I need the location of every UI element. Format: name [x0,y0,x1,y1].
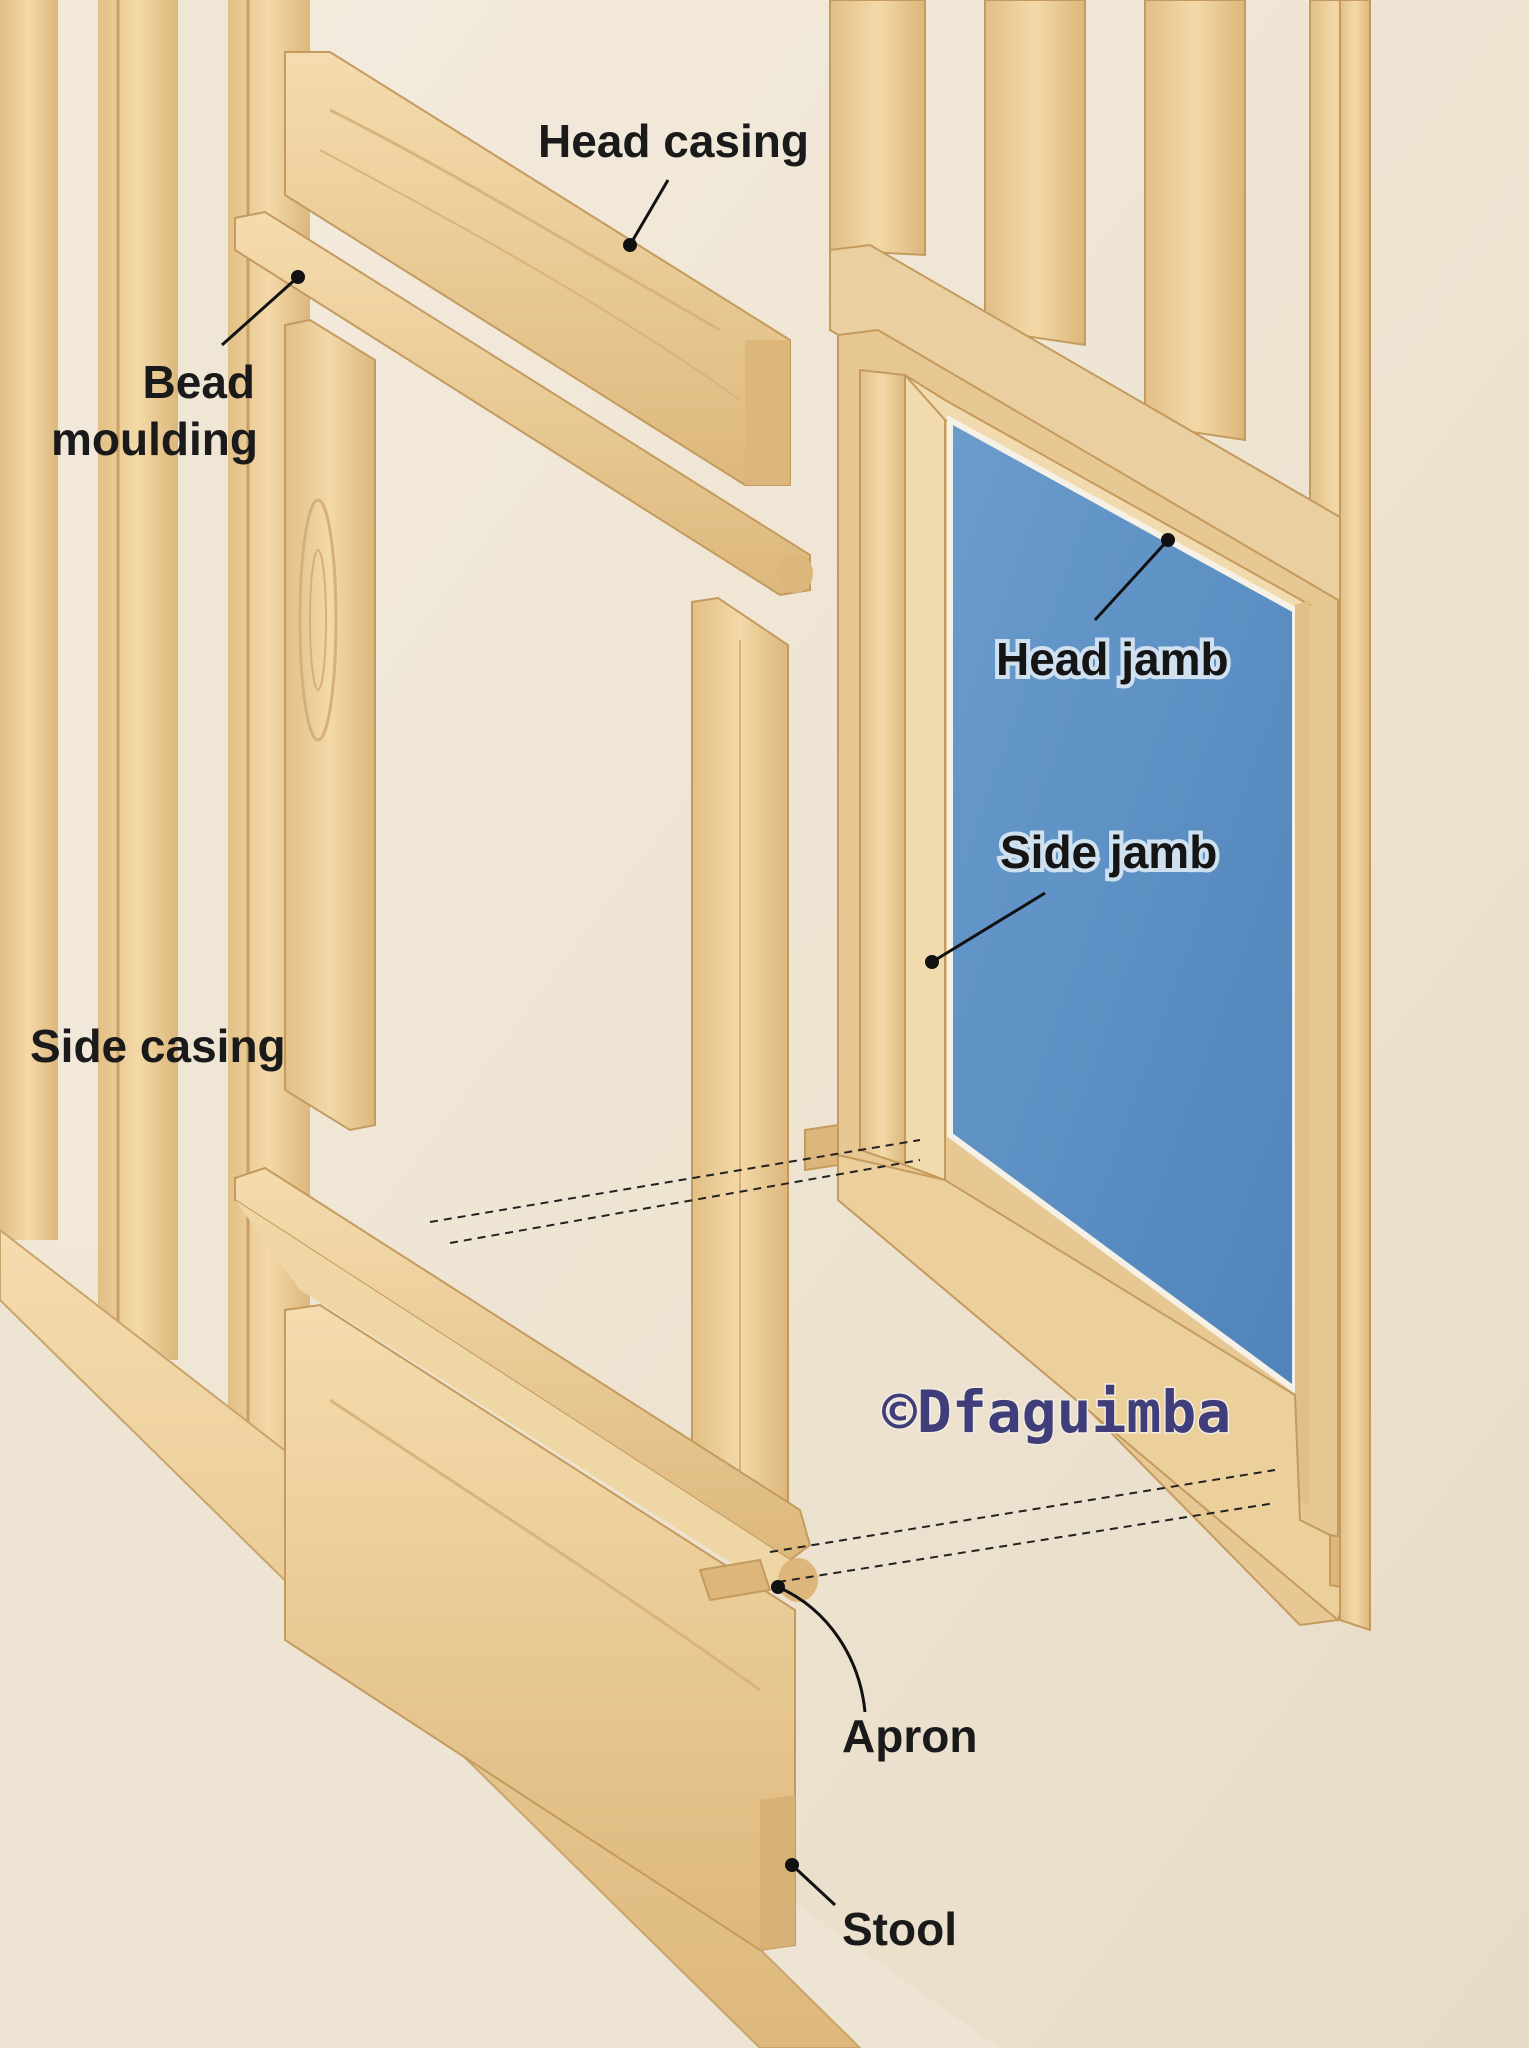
label-side-jamb: Side jamb [1000,826,1217,878]
grain-line [329,1398,761,1692]
side-casing-right [691,596,789,1517]
apron-board [284,1303,796,1952]
stool-top [235,1200,790,1600]
side-jamb-piece [859,368,906,1167]
wood-knot-grain [298,498,338,742]
right-jamb [1295,600,1310,1505]
watermark-text: ©Dfaguimba [882,1378,1231,1446]
wood-knot-grain [309,549,327,691]
floor-plane [0,1230,1000,2048]
leader-bead-moulding [220,275,300,347]
stool-board [234,1166,818,1602]
leader-head-jamb [1093,538,1170,622]
label-apron: Apron [842,1710,977,1762]
bead-moulding-body [234,210,811,597]
stool-nose [778,1558,818,1602]
grain-line [319,149,741,401]
stool-return-block [698,1558,772,1602]
stud-1 [0,0,58,1240]
label-stool: Stool [842,1903,957,1955]
label-side-casing: Side casing [30,1020,286,1072]
leader-apron [777,1585,867,1713]
label-bead-moulding-line2: moulding [51,413,258,465]
leader-head-casing [628,179,670,246]
grain-line [329,108,721,332]
label-bead-moulding-line1: Bead [143,356,255,408]
leader-dots [291,238,1175,1872]
upper-stud-1 [829,0,926,257]
upper-stud-3 [1144,0,1246,442]
leader-dot [771,1580,785,1594]
dashed-guide [449,1159,921,1244]
side-casing-left [284,318,376,1132]
stud-gap-2 [178,0,228,1390]
leader-dot [1161,533,1175,547]
leader-stool [790,1863,837,1907]
bead-moulding-end [777,553,813,593]
bead-moulding-top [234,210,813,597]
leader-dot [785,1858,799,1872]
upper-stud-2 [984,0,1086,347]
stud-2 [98,0,178,1360]
window-framing [804,0,1371,1632]
sill-return-left [804,1123,839,1172]
leader-dot [623,238,637,252]
label-head-casing: Head casing [538,115,809,167]
king-stud-right [1339,0,1371,1632]
alignment-lines [429,1139,1276,1583]
head-casing-end [745,340,790,485]
dashed-guide [769,1469,1276,1553]
leader-side-jamb [931,891,1046,964]
leader-dot [925,955,939,969]
apron-end [760,1795,795,1950]
leader-dot [291,270,305,284]
leader-lines [220,179,1170,1907]
side-jamb-inner [904,373,946,1182]
label-head-jamb: Head jamb [996,633,1229,685]
head-casing-board [284,51,791,486]
side-casing-left-face [284,318,376,1132]
stud-gap-1 [58,0,98,1245]
